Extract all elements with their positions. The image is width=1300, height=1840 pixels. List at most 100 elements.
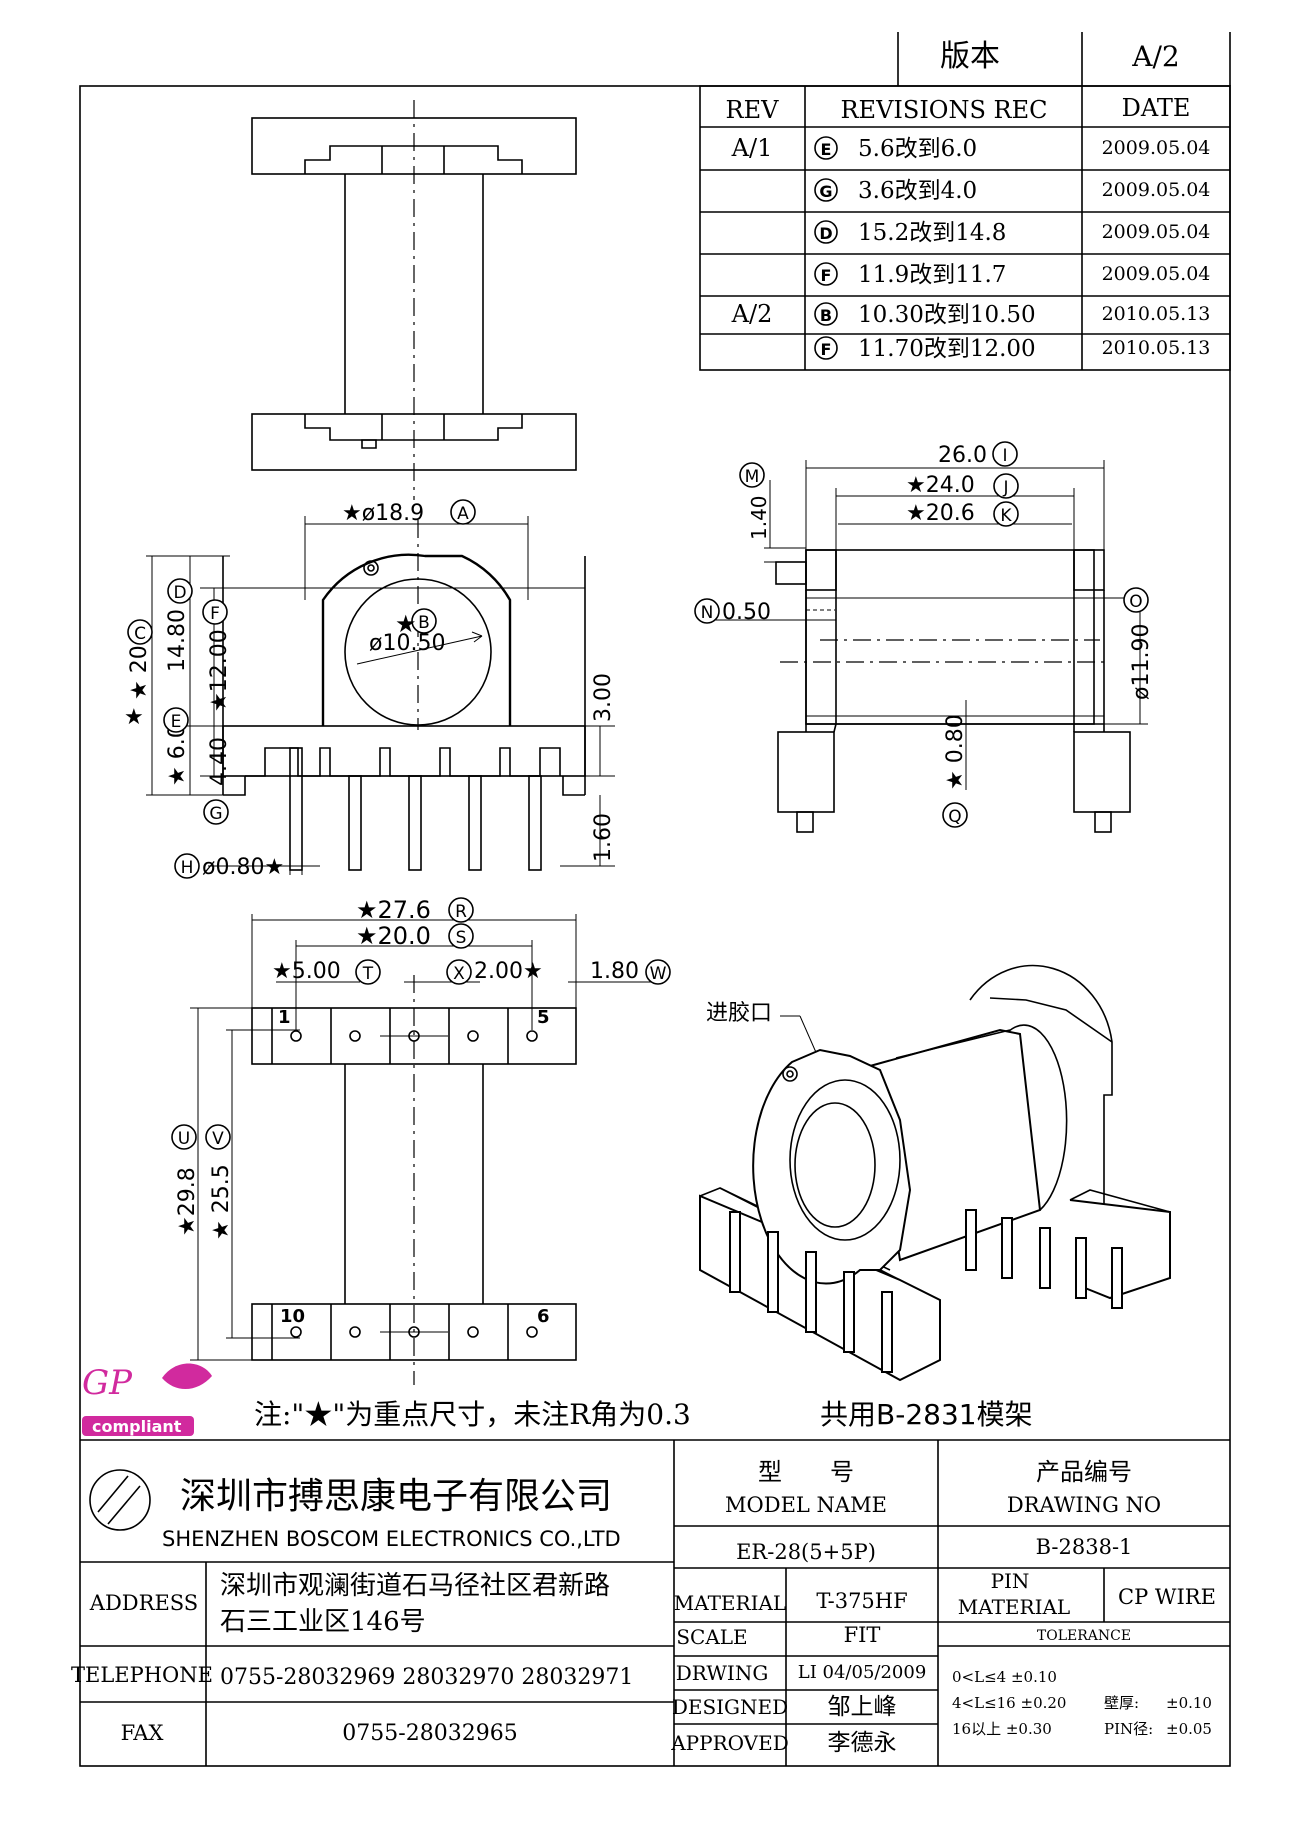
tolerance-1: 0<L≤4 ±0.10 [952, 1668, 1057, 1686]
pin-hole [290, 1030, 302, 1042]
dim-26-0: 26.0 [938, 443, 987, 468]
drawing-value: B-2838-1 [1036, 1535, 1133, 1559]
callout-E: E [171, 712, 182, 732]
dim-11-90: ø11.90 [1129, 624, 1154, 700]
iso-pin [767, 1231, 779, 1313]
drwing-value: LI 04/05/2009 [798, 1662, 927, 1683]
rev-text: 10.30改到10.50 [858, 302, 1036, 328]
rev-mark-circle [814, 178, 838, 202]
star-mark: ★ [395, 610, 417, 638]
callout-X: X [453, 964, 465, 984]
side-view [775, 549, 1131, 833]
iso-pin [805, 1251, 817, 1333]
rev-text: 3.6改到4.0 [858, 178, 977, 204]
front-pin [468, 775, 482, 871]
company-name-cn: 深圳市搏思康电子有限公司 [180, 1476, 612, 1517]
sheet-frame: 版本 A/2 [79, 32, 1231, 1767]
top-view [251, 100, 577, 500]
dim-24-0: ★24.0 [906, 473, 975, 498]
gate-label: 进胶口 [706, 1001, 772, 1026]
rev-mark-circle [814, 262, 838, 286]
callout-I: I [1002, 446, 1007, 466]
callout-F: F [210, 604, 220, 624]
rev-mark: F [821, 266, 832, 285]
rev-mark: F [821, 340, 832, 359]
dim-5-00: ★5.00 [272, 959, 341, 984]
telephone-value: 0755-28032969 28032970 28032971 [220, 1665, 633, 1690]
dim-20-0: ★20.0 [356, 922, 431, 950]
front-pin [528, 775, 542, 871]
telephone-label: TELEPHONE [71, 1663, 213, 1687]
dim-4-40: 4.40 [207, 737, 232, 786]
pin-hole [290, 1326, 302, 1338]
rev-date: 2009.05.04 [1102, 221, 1211, 243]
rev-date: 2009.05.04 [1102, 179, 1211, 201]
rev-mark: E [821, 140, 832, 159]
pin-hole [349, 1326, 361, 1338]
rev-mark-circle [814, 220, 838, 244]
rev-mark-circle [814, 336, 838, 360]
company-name-en: SHENZHEN BOSCOM ELECTRONICS CO.,LTD [162, 1527, 621, 1551]
rev-mark: B [820, 306, 832, 325]
tolerance-3: 16以上 ±0.30 [952, 1720, 1052, 1738]
side-dimensions: 26.0 I ★24.0 J ★20.6 K 1.40 M N 0.50 ø11… [694, 441, 1154, 828]
material-value: T-375HF [816, 1589, 907, 1613]
dim-1-60: 1.60 [591, 813, 616, 862]
fax-value: 0755-28032965 [342, 1721, 517, 1746]
pin-10-label: 10 [280, 1306, 305, 1327]
dim-0-80: ø0.80★ [202, 855, 284, 880]
revisions-rec-header: REVISIONS REC [840, 96, 1047, 124]
bottom-pin-slots [271, 1008, 538, 1360]
callout-M: M [745, 467, 760, 487]
rev-mark-circle [814, 136, 838, 160]
callout-D: D [173, 583, 186, 603]
designed-label: DESIGNED [672, 1695, 788, 1719]
pin-label: PIN [991, 1569, 1030, 1593]
iso-pins [729, 1209, 1123, 1373]
dim-20-6: ★20.6 [906, 501, 975, 526]
scale-value: FIT [844, 1623, 881, 1647]
rev-text: 5.6改到6.0 [858, 136, 977, 162]
callout-R: R [455, 902, 467, 922]
rev-date: 2010.05.13 [1102, 303, 1211, 325]
dim-3-00: 3.00 [591, 673, 616, 722]
pin-material-label: MATERIAL [958, 1595, 1070, 1619]
dim-1-80: 1.80 [590, 959, 639, 984]
pin-material-value: CP WIRE [1118, 1585, 1216, 1609]
notes: 注:"★"为重点尺寸，未注R角为0.3 共用B-2831模架 [254, 1398, 1033, 1431]
rev-mark: D [819, 224, 832, 243]
iso-pin [1039, 1227, 1051, 1289]
front-dimensions: ★ø18.9 A ø10.50 B ★ ★ 20.8 C ★ 14.80 D ★… [124, 499, 616, 880]
pin-hole [467, 1326, 479, 1338]
wall-value: ±0.10 [1166, 1694, 1212, 1712]
callout-Q: Q [948, 807, 961, 827]
company-logo [89, 1469, 151, 1531]
pin-hole [526, 1030, 538, 1042]
revision-row: F 11.9改到11.7 2009.05.04 [814, 262, 1211, 288]
iso-pin [1001, 1217, 1013, 1279]
approved-value: 李德永 [828, 1730, 897, 1756]
dim-10-50: ø10.50 [369, 631, 445, 656]
callout-U: U [178, 1129, 190, 1149]
revision-row: D 15.2改到14.8 2009.05.04 [814, 220, 1211, 246]
fax-label: FAX [121, 1721, 164, 1745]
rev-text: 15.2改到14.8 [858, 220, 1006, 246]
address-line2: 石三工业区146号 [220, 1607, 426, 1637]
callout-J: J [1002, 478, 1008, 498]
callout-N: N [701, 603, 714, 623]
wall-label: 壁厚: [1104, 1694, 1139, 1712]
dim-12-00: ★12.00 [207, 629, 232, 712]
iso-pin [1075, 1237, 1087, 1299]
rev-text: 11.9改到11.7 [858, 262, 1006, 288]
rev-date: 2009.05.04 [1102, 263, 1211, 285]
dim-0-50: 0.50 [722, 600, 771, 625]
dim-25-5: ★ 25.5 [209, 1164, 234, 1240]
material-label: MATERIAL [674, 1591, 786, 1615]
pin-hole [349, 1030, 361, 1042]
